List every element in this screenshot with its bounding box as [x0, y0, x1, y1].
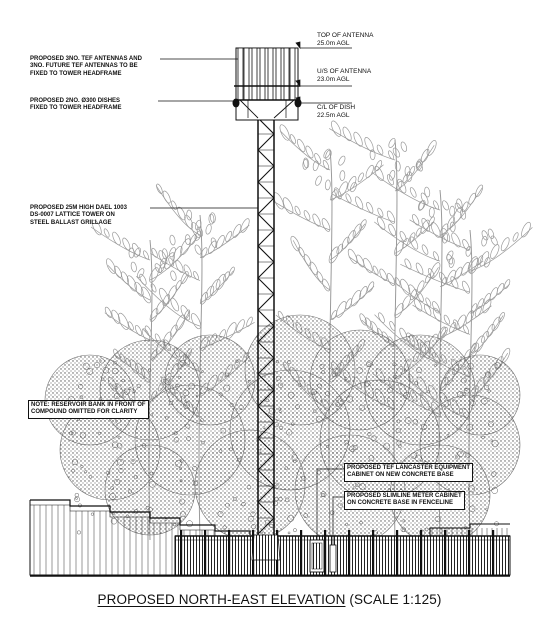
note-tower: PROPOSED 25m HIGH DAEL 1003 DS-0007 LATT… — [30, 205, 127, 226]
lattice-tower — [232, 47, 302, 561]
note-equipment-cabinet: PROPOSED TEF LANCASTER EQUIPMENT CABINET… — [344, 463, 474, 482]
title-scale: (SCALE 1:125) — [349, 592, 442, 607]
drawing-title: PROPOSED NORTH-EAST ELEVATION (SCALE 1:1… — [0, 592, 539, 607]
note-reservoir: NOTE: RESERVOIR BANK IN FRONT OF COMPOUN… — [28, 400, 149, 419]
leader-lines — [150, 41, 352, 545]
note-dishes: PROPOSED 2No. Ø300 DISHES FIXED TO TOWER… — [30, 98, 122, 112]
level-value: 22.5m AGL — [317, 112, 350, 119]
level-label: C/L OF DISH — [317, 104, 356, 111]
title-main: PROPOSED NORTH-EAST ELEVATION — [97, 592, 346, 607]
note-antennas: PROPOSED 3No. TEF ANTENNAS AND 3No. FUTU… — [30, 56, 142, 77]
level-value: 25.0m AGL — [317, 40, 350, 47]
level-label: U/S OF ANTENNA — [317, 68, 372, 75]
level-label: TOP OF ANTENNA — [317, 32, 374, 39]
level-value: 23.0m AGL — [317, 76, 350, 83]
note-meter-cabinet: PROPOSED SLIMLINE METER CABINET ON CONCR… — [344, 491, 465, 510]
